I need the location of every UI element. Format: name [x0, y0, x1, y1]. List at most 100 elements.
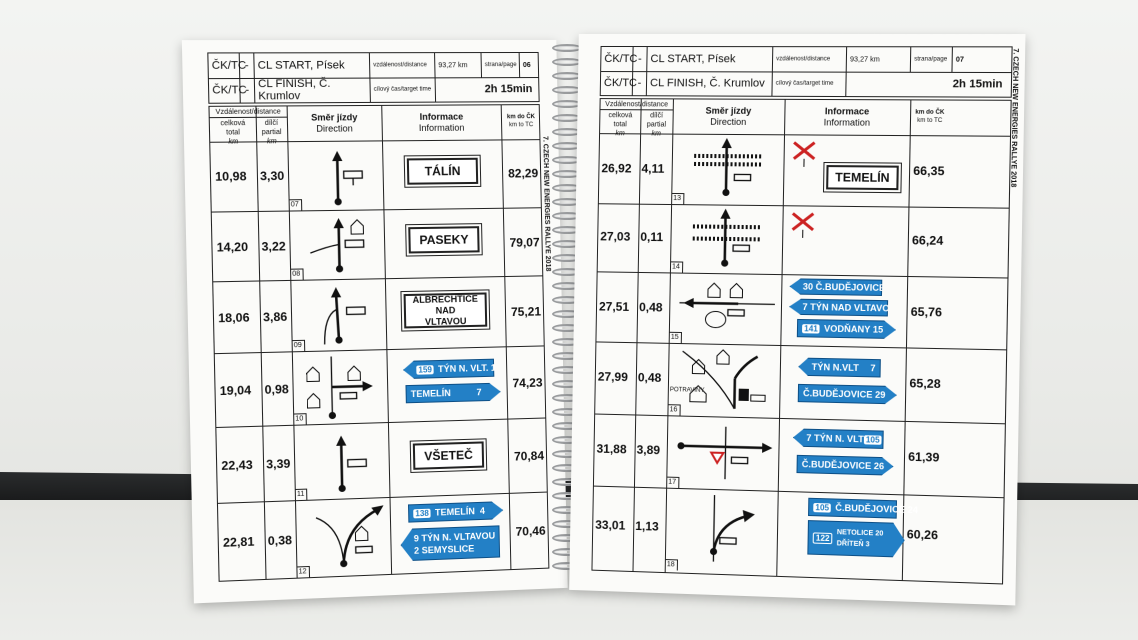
town-sign: PASEKY	[405, 223, 483, 257]
curve-left-arrow-icon	[315, 287, 378, 348]
km-to-tc: 61,39	[908, 449, 940, 465]
town-sign: VŠETEČ	[409, 438, 488, 474]
row-number: 11	[294, 488, 308, 501]
target-label: cílový čas/target time	[772, 71, 847, 97]
straight-arrow-icon	[335, 435, 373, 495]
rally-side-title: 7. CZECH NEW ENERGIES RALLYE 2018	[541, 136, 552, 272]
total-km: 27,51	[598, 299, 630, 314]
km-to-tc: 65,76	[910, 304, 943, 320]
table-row: 27,03 0,11 14 66,24	[597, 203, 1009, 279]
straight-with-side-road-icon	[308, 215, 381, 275]
total-km: 26,92	[601, 161, 632, 176]
km-to-tc: 66,24	[911, 233, 944, 248]
start-name: CL START, Písek	[647, 47, 774, 72]
right-header: ČK/TC - CL START, Písek vzdálenost/dista…	[599, 45, 1013, 98]
spiral-binding	[552, 44, 582, 584]
table-row: 14,20 3,22 08 PASEKY 79,07	[211, 207, 543, 283]
distance-value: 93,27 km	[435, 53, 483, 78]
total-km: 22,43	[221, 457, 253, 473]
km-to-tc: 75,21	[510, 304, 542, 320]
total-km: 31,88	[596, 441, 627, 457]
fork-right-icon	[314, 501, 391, 571]
dash: -	[239, 53, 255, 78]
railway-crossing-icon	[688, 208, 770, 270]
town-sign: TÁLÍN	[403, 154, 482, 188]
tc-label: ČK/TC	[601, 46, 638, 72]
direction-sign-blue: 7 TÝN NAD VLTAVOU	[789, 299, 888, 317]
left-page: ČK/TC - CL START, Písek vzdálenost/dista…	[181, 39, 568, 604]
km-to-tc: 82,29	[507, 166, 539, 181]
target-label: cílový čas/target time	[370, 77, 437, 102]
total-km: 27,03	[600, 229, 631, 244]
start-name: CL START, Písek	[254, 53, 371, 78]
page-label: strana/page	[910, 47, 953, 72]
km-to-tc: 65,28	[909, 376, 941, 392]
straight-arrow-icon	[331, 150, 369, 208]
total-km: 18,06	[218, 310, 250, 326]
target-value: 2h 15min	[952, 78, 1003, 91]
km-to-tc: 79,07	[509, 235, 540, 250]
partial-km: 3,22	[261, 239, 286, 254]
direction-sign-blue: Č.BUDĚJOVICE 29	[798, 384, 897, 405]
total-km: 10,98	[215, 169, 247, 184]
page-label: strana/page	[481, 53, 521, 78]
distance-value: 93,27 km	[846, 47, 912, 72]
turn-left-arrow-icon	[677, 277, 780, 341]
right-page: ČK/TC - CL START, Písek vzdálenost/dista…	[569, 33, 1026, 606]
row-number: 12	[296, 565, 310, 578]
partial-km: 1,13	[635, 518, 659, 534]
total-km: 19,04	[219, 382, 252, 399]
km-to-tc: 66,35	[913, 163, 945, 179]
page-value: 06	[522, 61, 531, 69]
dash: -	[632, 71, 648, 96]
railway-crossing-sign-icon	[790, 211, 817, 238]
row-number: 07	[288, 199, 303, 211]
table-row: 27,51 0,48 15 30 Č.BUDĚJOVICE 7 TÝN NAD …	[596, 271, 1008, 351]
distance-group-header: Vzdálenost/distance	[209, 107, 287, 119]
tc-label: ČK/TC	[208, 77, 247, 103]
km-to-tc: 60,26	[906, 527, 939, 543]
left-header: ČK/TC - CL START, Písek vzdálenost/dista…	[207, 51, 540, 104]
partial-km: 0,38	[267, 532, 293, 549]
finish-name: CL FINISH, Č. Krumlov	[646, 71, 773, 96]
partial-km: 0,98	[264, 382, 289, 397]
total-km: 27,99	[597, 369, 629, 385]
row-number: 08	[290, 268, 304, 280]
row-number: 18	[664, 559, 678, 571]
tc-label: ČK/TC	[208, 53, 246, 79]
straight-through-junction-icon	[674, 421, 773, 484]
partial-km: 3,89	[636, 442, 661, 458]
partial-km: 3,30	[259, 168, 285, 184]
finish-name: CL FINISH, Č. Krumlov	[254, 77, 371, 103]
target-value: 2h 15min	[484, 83, 533, 96]
row-number: 13	[671, 192, 685, 205]
railway-crossing-sign-icon	[792, 140, 819, 167]
partial-km: 0,48	[638, 300, 663, 315]
total-km: 14,20	[216, 239, 249, 255]
poi-label: POTRAVINY	[669, 387, 705, 394]
distance-label: vzdálenost/distance	[772, 47, 848, 72]
table-row: 22,43 3,39 11 VŠETEČ 70,84	[216, 417, 547, 504]
row-number: 09	[291, 339, 306, 352]
tc-label: ČK/TC	[600, 71, 637, 96]
page-value: 07	[955, 56, 965, 64]
curve-right-junction-icon	[676, 345, 779, 414]
